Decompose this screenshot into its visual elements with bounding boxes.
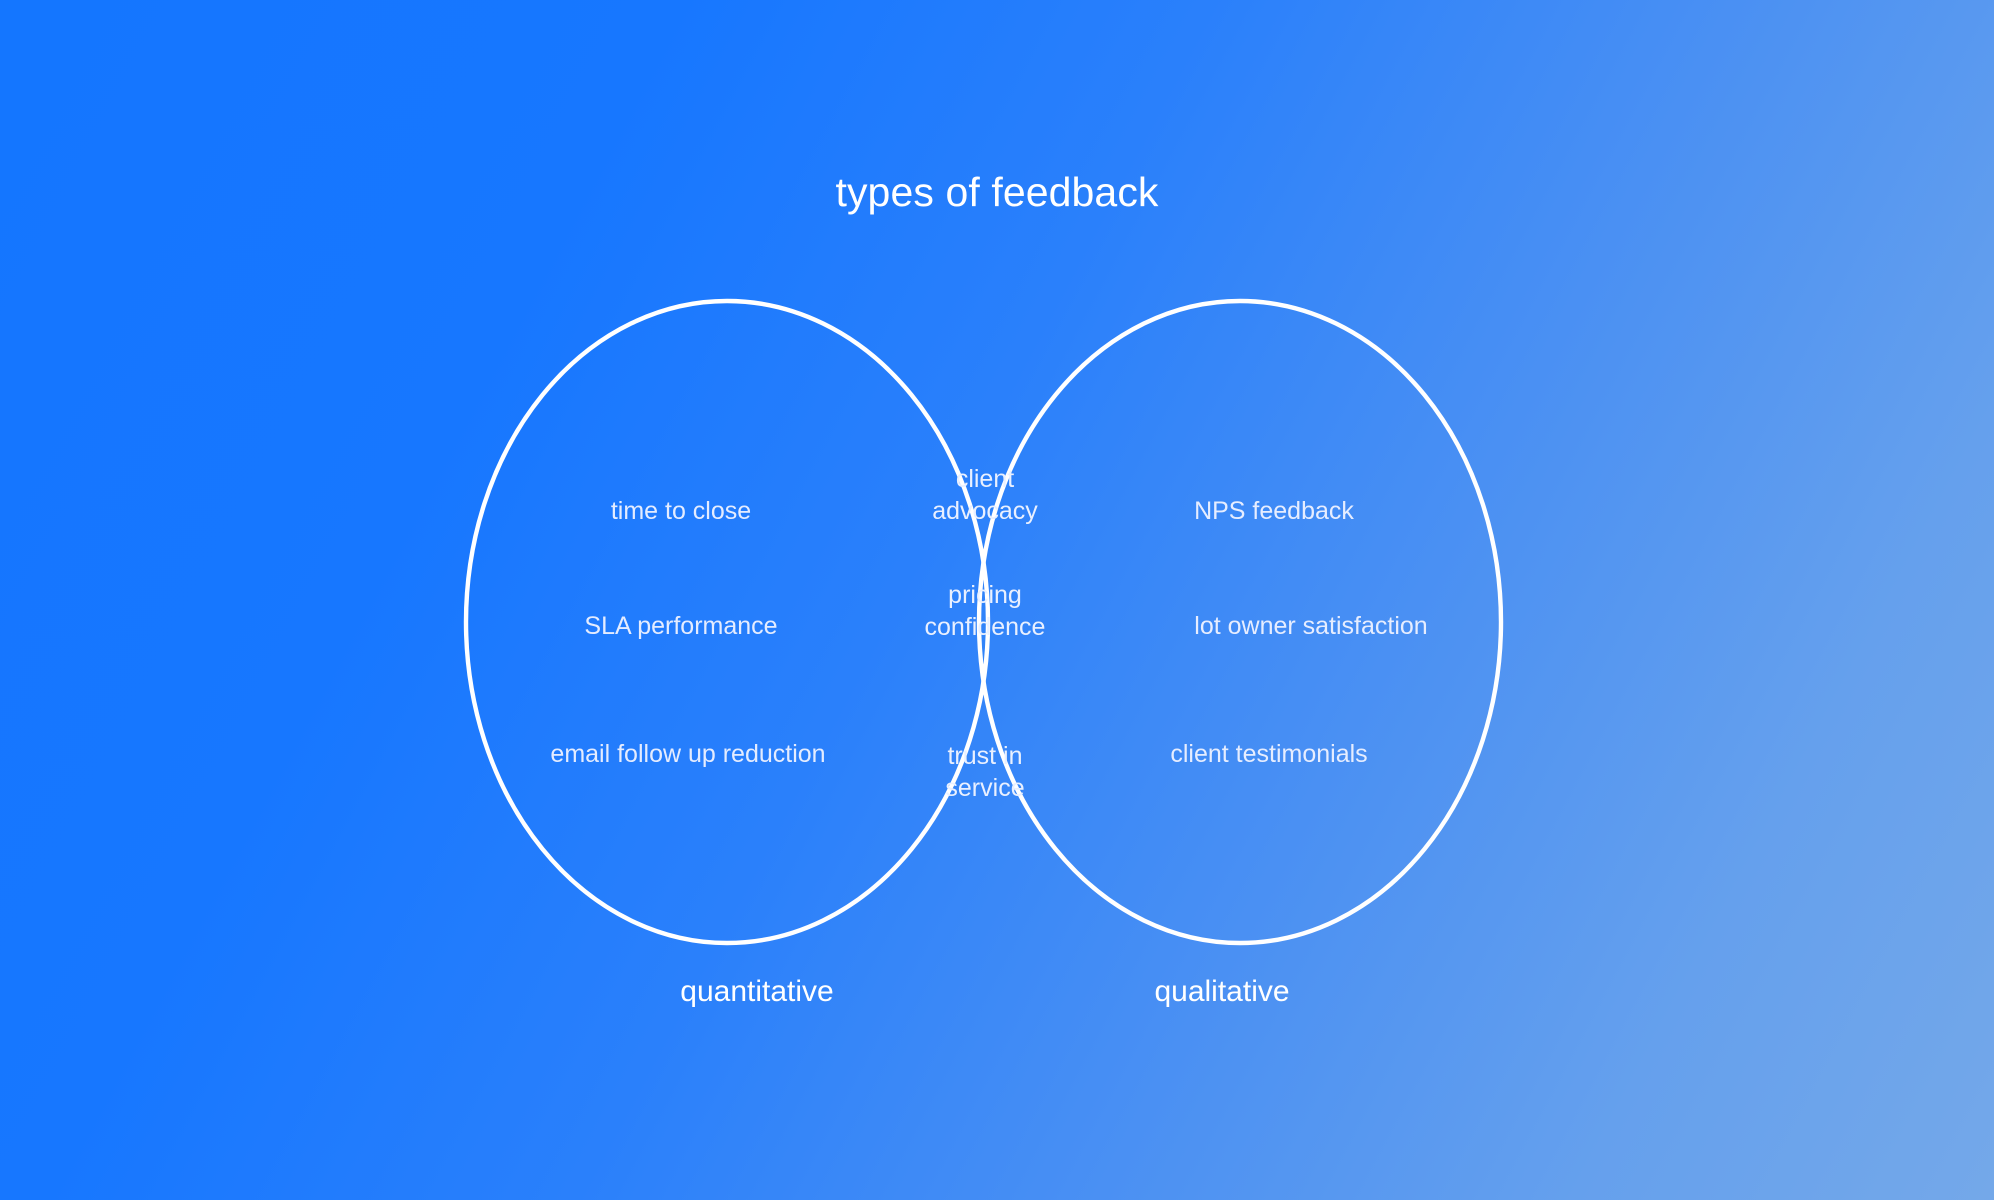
venn-circle-right[interactable] [976,298,1504,946]
venn-circle-left[interactable] [463,298,991,946]
venn-item-left-3: email follow up reduction [550,740,826,768]
venn-item-left-1: time to close [610,497,752,525]
venn-item-intersection-2: pricing confidence [924,581,1046,641]
venn-item-left-2: SLA performance [584,612,778,640]
page-title: types of feedback [835,169,1159,215]
venn-item-right-2: lot owner satisfaction [1194,612,1428,640]
venn-set-label-left: quantitative [680,975,834,1008]
venn-item-intersection-1: client advocacy [932,465,1038,525]
venn-item-right-3: client testimonials [1170,740,1368,768]
venn-set-label-right: qualitative [1154,975,1290,1008]
venn-item-right-1: NPS feedback [1194,497,1354,525]
venn-item-intersection-3: trust in service [945,742,1025,802]
